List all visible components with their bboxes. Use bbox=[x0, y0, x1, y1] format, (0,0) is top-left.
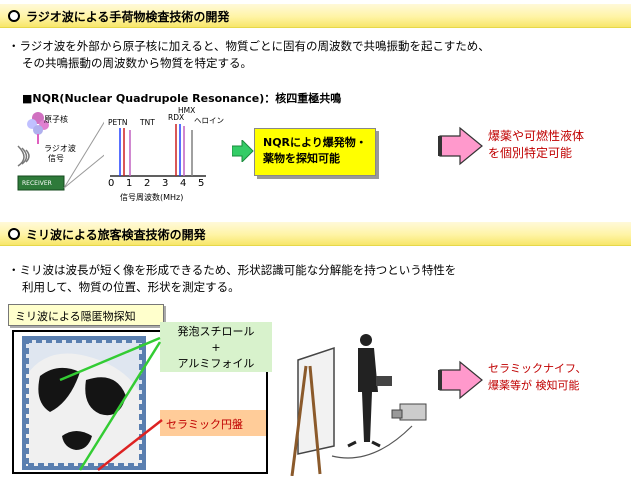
x-tick-2: 2 bbox=[144, 178, 151, 189]
foam-aluminum-label: 発泡スチロール + アルミフォイル bbox=[160, 322, 272, 372]
bullet-circle-icon bbox=[8, 10, 20, 22]
section-title-radio: ラジオ波による手荷物検査技術の開発 bbox=[26, 10, 230, 24]
section-title-millimeter: ミリ波による旅客検査技術の開発 bbox=[26, 228, 206, 242]
x-tick-0: 0 bbox=[108, 178, 115, 189]
radio-result-line2: を個別特定可能 bbox=[488, 146, 573, 160]
mmw-image-title: ミリ波による隠匿物探知 bbox=[8, 304, 164, 326]
radio-description-line2: その共鳴振動の周波数から物質を特定する。 bbox=[22, 56, 252, 70]
pink-arrow-icon bbox=[438, 360, 483, 400]
frequency-chart bbox=[110, 124, 206, 177]
mmw-result: セラミックナイフ、 爆薬等が 検知可能 bbox=[488, 360, 587, 394]
radio-result: 爆薬や可燃性液体 を個別特定可能 bbox=[488, 128, 584, 162]
receiver-device-icon bbox=[17, 175, 65, 191]
x-tick-3: 3 bbox=[162, 178, 169, 189]
mmw-result-line1: セラミックナイフ、 bbox=[488, 362, 587, 375]
x-axis-ticks: 0 1 2 3 4 5 bbox=[108, 178, 208, 192]
x-tick-4: 4 bbox=[180, 178, 187, 189]
pointer-lines bbox=[59, 336, 163, 471]
peak-label-petn: PETN bbox=[108, 118, 128, 127]
mmw-description-line1: ・ミリ波は波長が短く像を形成できるため、形状認識可能な分解能を持つという特性を bbox=[8, 263, 457, 277]
radio-result-line1: 爆薬や可燃性液体 bbox=[488, 129, 585, 143]
camera-device-icon bbox=[331, 403, 427, 459]
green-arrow-icon bbox=[232, 140, 254, 162]
foam-label-line2: + bbox=[211, 341, 221, 354]
callout-line1: NQRにより爆発物・ bbox=[263, 136, 367, 149]
pink-arrow-icon bbox=[438, 126, 483, 166]
peak-label-rdx: RDX bbox=[168, 113, 185, 122]
mmw-result-line2: 爆薬等が 検知可能 bbox=[488, 379, 580, 392]
x-axis-label: 信号周波数(MHz) bbox=[120, 193, 184, 202]
scanner-illustration bbox=[290, 334, 427, 476]
atom-nucleus-icon bbox=[27, 112, 49, 144]
foam-label-line1: 発泡スチロール bbox=[177, 325, 255, 338]
atom-label: 原子核 bbox=[44, 115, 68, 124]
callout-line2: 薬物を探知可能 bbox=[263, 152, 340, 165]
nqr-heading: ■NQR(Nuclear Quadrupole Resonance)：核四重極共… bbox=[22, 92, 342, 105]
section-header-radio: ラジオ波による手荷物検査技術の開発 bbox=[0, 4, 631, 28]
mmw-description-line2: 利用して、物質の位置、形状を測定する。 bbox=[22, 280, 240, 294]
x-tick-1: 1 bbox=[126, 178, 133, 189]
person-icon bbox=[347, 334, 392, 448]
bullet-circle-icon bbox=[8, 228, 20, 240]
peak-label-heroin: ヘロイン bbox=[194, 116, 224, 125]
radio-description-line1: ・ラジオ波を外部から原子核に加えると、物質ごとに固有の周波数で共鳴振動を起こすた… bbox=[8, 39, 490, 53]
x-tick-5: 5 bbox=[198, 178, 205, 189]
receiver-label: RECEIVER bbox=[22, 180, 52, 187]
radio-label-2: 信号 bbox=[48, 154, 64, 163]
foam-label-line3: アルミフォイル bbox=[177, 357, 255, 370]
ceramic-disc-label: セラミック円盤 bbox=[160, 410, 266, 436]
peak-label-tnt: TNT bbox=[140, 118, 155, 127]
radio-label-1: ラジオ波 bbox=[44, 144, 76, 153]
nqr-illustration bbox=[17, 112, 65, 191]
radio-wave-icon bbox=[17, 145, 30, 167]
peak-label-hmx: HMX bbox=[178, 106, 196, 115]
nqr-callout: NQRにより爆発物・ 薬物を探知可能 bbox=[254, 128, 376, 176]
scanner-panel-icon bbox=[290, 346, 335, 476]
section-header-millimeter: ミリ波による旅客検査技術の開発 bbox=[0, 222, 631, 246]
